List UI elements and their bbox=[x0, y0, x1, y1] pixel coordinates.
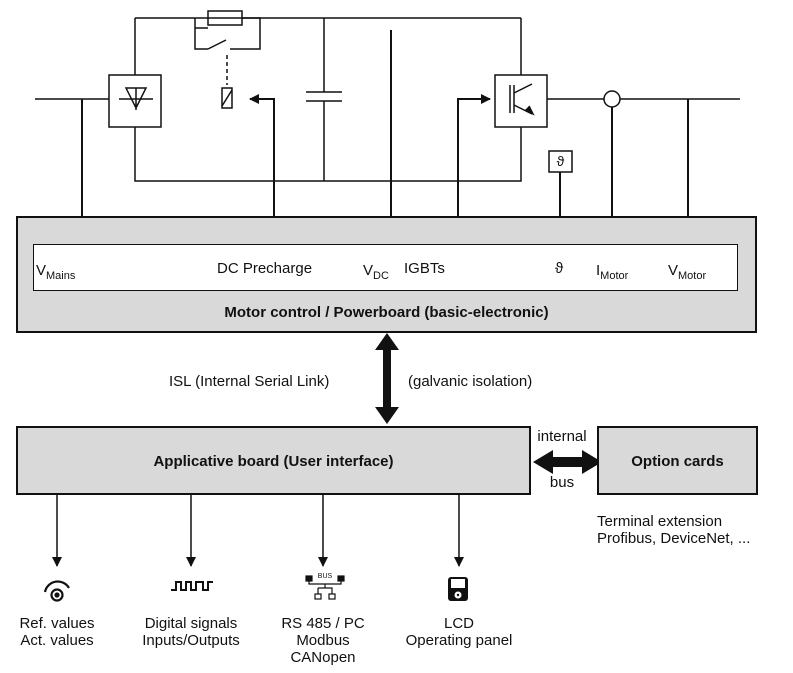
signal-igbts: IGBTs bbox=[404, 260, 445, 277]
powerboard-title: Motor control / Powerboard (basic-electr… bbox=[224, 304, 549, 321]
internal-bus-double-arrow bbox=[533, 450, 602, 474]
signal-temperature: ϑ bbox=[555, 260, 564, 277]
current-sensor-icon bbox=[603, 90, 621, 108]
igbt-icon bbox=[509, 83, 533, 115]
isl-label: ISL (Internal Serial Link) bbox=[169, 373, 330, 390]
precharge-resistor bbox=[207, 10, 243, 26]
interface-digital-signals-label: Digital signals Inputs/Outputs bbox=[142, 615, 240, 649]
option-cards-title: Option cards bbox=[631, 453, 724, 470]
arrow-dc-precharge bbox=[249, 94, 275, 244]
applicative-board-title: Applicative board (User interface) bbox=[153, 453, 394, 470]
signal-v-mains: VMains bbox=[36, 262, 76, 282]
lcd-panel-icon bbox=[448, 577, 468, 601]
dc-link-lower-rail bbox=[134, 127, 522, 182]
internal-bus-label-line2: bus bbox=[549, 474, 575, 491]
isl-double-arrow bbox=[375, 333, 399, 424]
signal-i-motor: IMotor bbox=[596, 262, 629, 282]
temperature-sensor-symbol: ϑ bbox=[556, 153, 565, 169]
rectifier-diode-icon bbox=[119, 87, 153, 110]
dc-capacitor-icon bbox=[306, 18, 342, 181]
powerboard-box: Motor control / Powerboard (basic-electr… bbox=[16, 216, 757, 333]
signal-v-dc: VDC bbox=[363, 262, 389, 282]
internal-bus-label-line1: internal bbox=[537, 428, 587, 445]
interface-lcd-label: LCD Operating panel bbox=[405, 615, 513, 649]
powerboard-signal-strip bbox=[33, 244, 738, 291]
applicative-board-box: Applicative board (User interface) bbox=[16, 426, 531, 495]
isolation-label: (galvanic isolation) bbox=[408, 373, 533, 390]
option-cards-line2: Profibus, DeviceNet, ... bbox=[597, 530, 751, 547]
potentiometer-icon bbox=[43, 580, 70, 602]
precharge-switch-contact bbox=[207, 39, 227, 50]
pulse-signal-icon bbox=[171, 581, 213, 591]
dc-link-upper-rail bbox=[134, 17, 522, 75]
interface-ref-values-label: Ref. values Act. values bbox=[19, 615, 95, 649]
rectifier-box bbox=[108, 74, 162, 128]
relay-coil-icon bbox=[221, 87, 233, 109]
bus-icon-text: BUS bbox=[317, 573, 333, 580]
option-cards-line1: Terminal extension bbox=[597, 513, 723, 530]
bus-network-icon bbox=[305, 575, 345, 600]
precharge-wire bbox=[194, 17, 261, 50]
inverter-box bbox=[494, 74, 548, 128]
arrow-igbts bbox=[457, 94, 491, 244]
signal-v-motor: VMotor bbox=[668, 262, 707, 282]
signal-dc-precharge: DC Precharge bbox=[217, 260, 313, 277]
option-cards-box: Option cards bbox=[597, 426, 758, 495]
interface-rs485-label: RS 485 / PC Modbus CANopen bbox=[281, 615, 365, 666]
